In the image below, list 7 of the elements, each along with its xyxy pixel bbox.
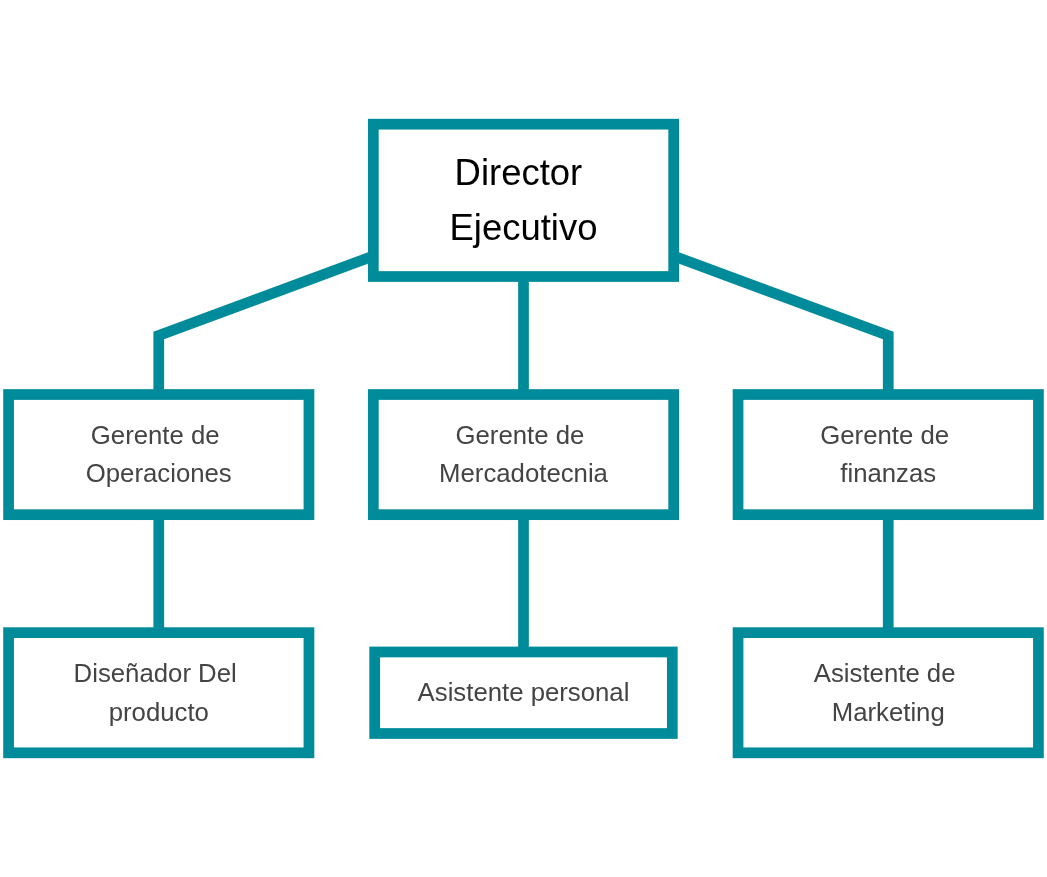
node-box: Gerente de Operaciones (3, 389, 315, 521)
node-box: Diseñador Del producto (3, 627, 315, 759)
node-box: Director Ejecutivo (367, 118, 680, 282)
node-box: Asistente personal (369, 646, 678, 739)
node-box: Gerente de finanzas (732, 389, 1044, 521)
node-box: Asistente de Marketing (732, 627, 1044, 759)
node-box: Gerente de Mercadotecnia (367, 389, 680, 521)
